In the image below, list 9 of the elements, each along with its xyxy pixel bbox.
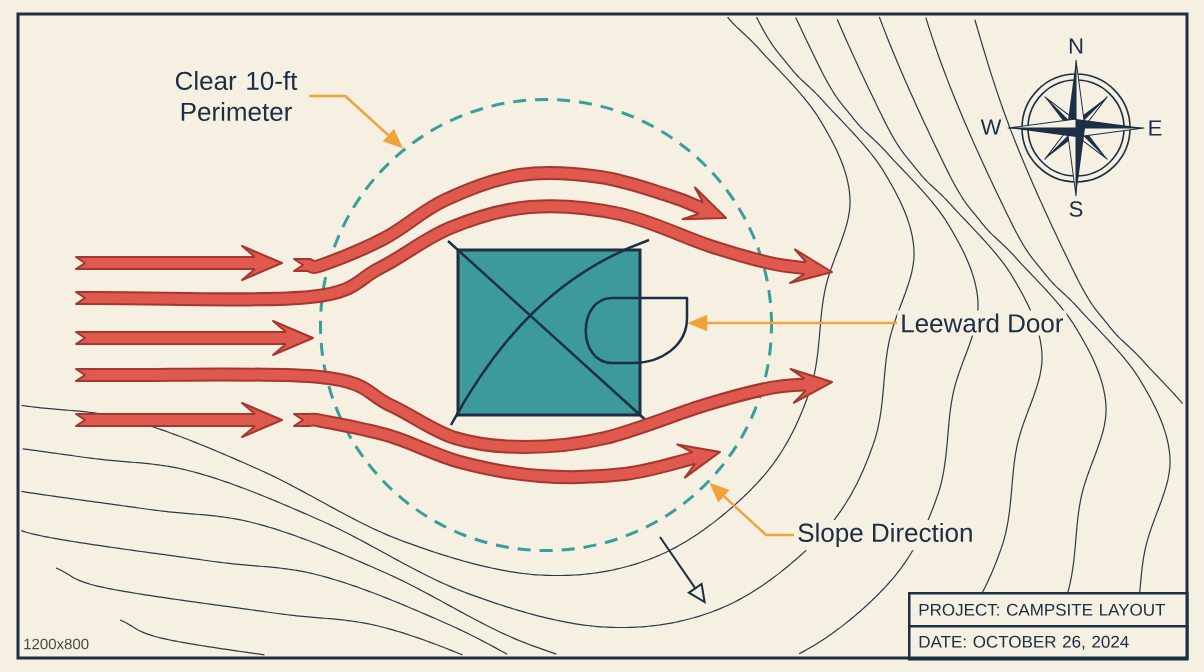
title-cell: DATE: OCTOBER 26, 2024 — [908, 625, 1189, 661]
callout-label: Leeward Door — [897, 310, 1067, 336]
door-outline — [584, 296, 689, 365]
compass-letter: N — [1067, 37, 1085, 55]
title-cell: PROJECT: CAMPSITE LAYOUT — [908, 592, 1189, 628]
perimeter-circle — [319, 98, 773, 552]
compass-letter: W — [979, 118, 1003, 136]
callout-label: Clear 10-ft Perimeter — [163, 67, 309, 125]
callout-label: Slope Direction — [794, 519, 977, 551]
